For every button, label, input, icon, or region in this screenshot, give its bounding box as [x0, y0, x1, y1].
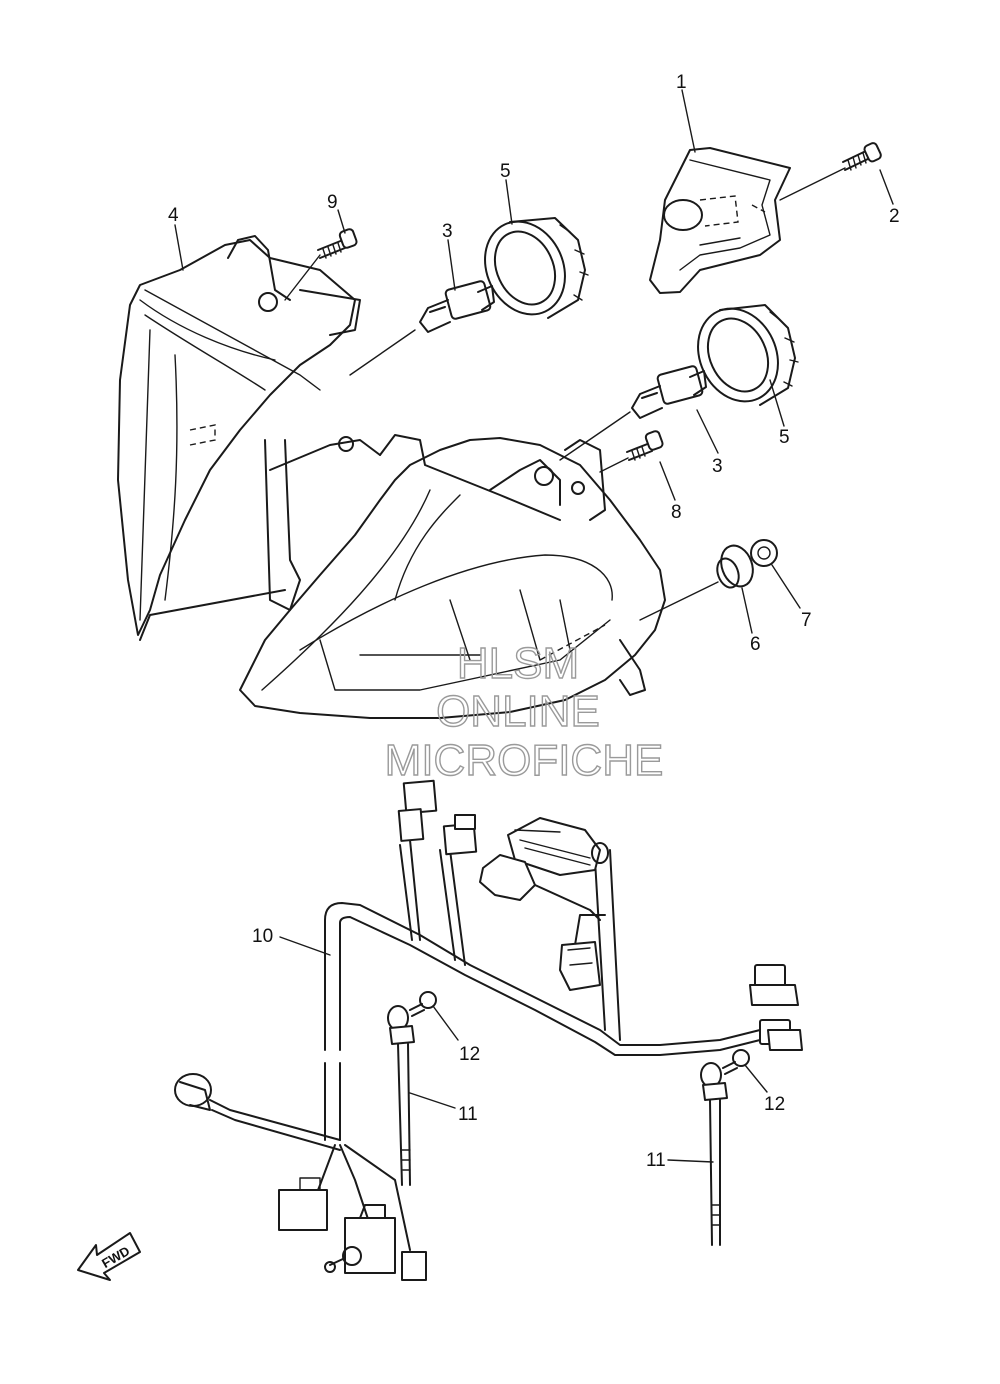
callout-3-lower: 3: [712, 456, 723, 477]
screw-part-9[interactable]: [284, 228, 358, 301]
screw-part-2[interactable]: [779, 142, 882, 201]
callouts: 1 2 3 3 4 5 5 6 7 8 9 10 11 11 12 12: [168, 72, 900, 1171]
bulb-socket-part-5-upper[interactable]: [470, 208, 589, 327]
cable-tie-part-11-right[interactable]: [700, 1062, 728, 1246]
callout-11-left: 11: [458, 1104, 478, 1125]
callout-11-right: 11: [646, 1150, 666, 1171]
cable-tie-part-11-left[interactable]: [387, 1005, 415, 1186]
fwd-arrow-icon: FWD: [77, 1232, 141, 1281]
screw-part-12-right[interactable]: [722, 1049, 768, 1093]
watermark-line-2: ONLINE: [436, 687, 600, 736]
bulb-socket-part-5-lower[interactable]: [683, 295, 799, 414]
callout-1: 1: [676, 72, 687, 93]
watermark-line-1: HLSM: [457, 639, 579, 688]
wire-harness-part-10[interactable]: [174, 779, 803, 1281]
callout-12-right: 12: [764, 1094, 785, 1115]
callout-7: 7: [801, 610, 812, 631]
callout-3-upper: 3: [442, 221, 453, 242]
callout-5-upper: 5: [500, 161, 511, 182]
callout-10: 10: [252, 926, 273, 947]
washer-part-7[interactable]: [750, 539, 778, 567]
callout-12-left: 12: [459, 1044, 480, 1065]
headlight-assembly-part-4[interactable]: [117, 235, 666, 719]
bulb-part-3-lower[interactable]: [559, 365, 707, 461]
watermark: HLSM ONLINE MICROFICHE: [384, 638, 664, 785]
leader-lines: [174, 89, 894, 1163]
screw-part-12-left[interactable]: [409, 991, 459, 1041]
callout-6: 6: [750, 634, 761, 655]
callout-8: 8: [671, 502, 682, 523]
callout-5-lower: 5: [779, 427, 790, 448]
callout-2: 2: [889, 206, 900, 227]
callout-9: 9: [327, 192, 338, 213]
screw-part-8[interactable]: [599, 430, 664, 473]
watermark-line-3: MICROFICHE: [385, 736, 664, 785]
cover-part-1[interactable]: [649, 147, 791, 294]
grommet-part-6[interactable]: [639, 541, 758, 621]
callout-4: 4: [168, 205, 179, 226]
bulb-part-3-upper[interactable]: [349, 280, 495, 376]
